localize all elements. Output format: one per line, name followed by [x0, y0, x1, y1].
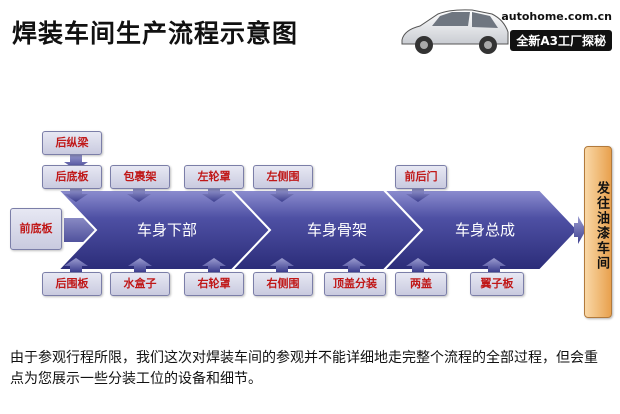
arrow-up — [482, 258, 506, 272]
arrow-up — [270, 258, 294, 272]
arrow-up — [128, 258, 152, 272]
caption-text: 由于参观行程所限，我们这次对焊装车间的参观并不能详细地走完整个流程的全部过程，但… — [10, 350, 598, 387]
tag-right-side: 右侧围 — [253, 272, 313, 296]
tag-parcel-shelf: 包裹架 — [110, 165, 170, 189]
stage-label-1: 车身下部 — [136, 221, 197, 239]
destination-box: 发往油漆车间 — [584, 146, 612, 318]
car-icon — [401, 9, 509, 54]
stage-chevron-3 — [381, 189, 580, 271]
arrow-down — [202, 188, 226, 202]
tag-hood-trunk: 两盖 — [395, 272, 447, 296]
tag-right-wheelhouse: 右轮罩 — [184, 272, 244, 296]
brand-subtitle: 全新A3工厂探秘 — [510, 30, 612, 51]
destination-label: 发往油漆车间 — [594, 181, 609, 271]
tag-rear-rail: 后纵梁 — [42, 131, 102, 155]
stage-label-2: 车身骨架 — [306, 221, 367, 239]
arrow-down — [406, 188, 430, 202]
brand-url: autohome.com.cn — [501, 10, 612, 23]
arrow-up — [406, 258, 430, 272]
destination-arrow — [574, 216, 586, 244]
tag-left-side: 左侧围 — [253, 165, 313, 189]
tag-rear-panel: 后围板 — [42, 272, 102, 296]
up-arrows — [64, 258, 506, 272]
page-title: 焊装车间生产流程示意图 — [12, 19, 299, 48]
arrow-up — [64, 258, 88, 272]
arrow-down — [127, 188, 151, 202]
stage-label-3: 车身总成 — [454, 221, 515, 239]
arrow-up — [342, 258, 366, 272]
tag-left-wheelhouse: 左轮罩 — [184, 165, 244, 189]
car-banner: autohome.com.cn 全新A3工厂探秘 — [390, 0, 620, 62]
tag-front-rear-doors: 前后门 — [395, 165, 447, 189]
arrow-down — [64, 188, 88, 202]
tag-rear-floor: 后底板 — [42, 165, 102, 189]
tag-plenum: 水盒子 — [110, 272, 170, 296]
arrow-down — [270, 188, 294, 202]
tag-front-floor: 前底板 — [10, 208, 62, 250]
tag-fender: 翼子板 — [470, 272, 524, 296]
arrow-up — [202, 258, 226, 272]
tag-roof-subassembly: 顶盖分装 — [324, 272, 386, 296]
